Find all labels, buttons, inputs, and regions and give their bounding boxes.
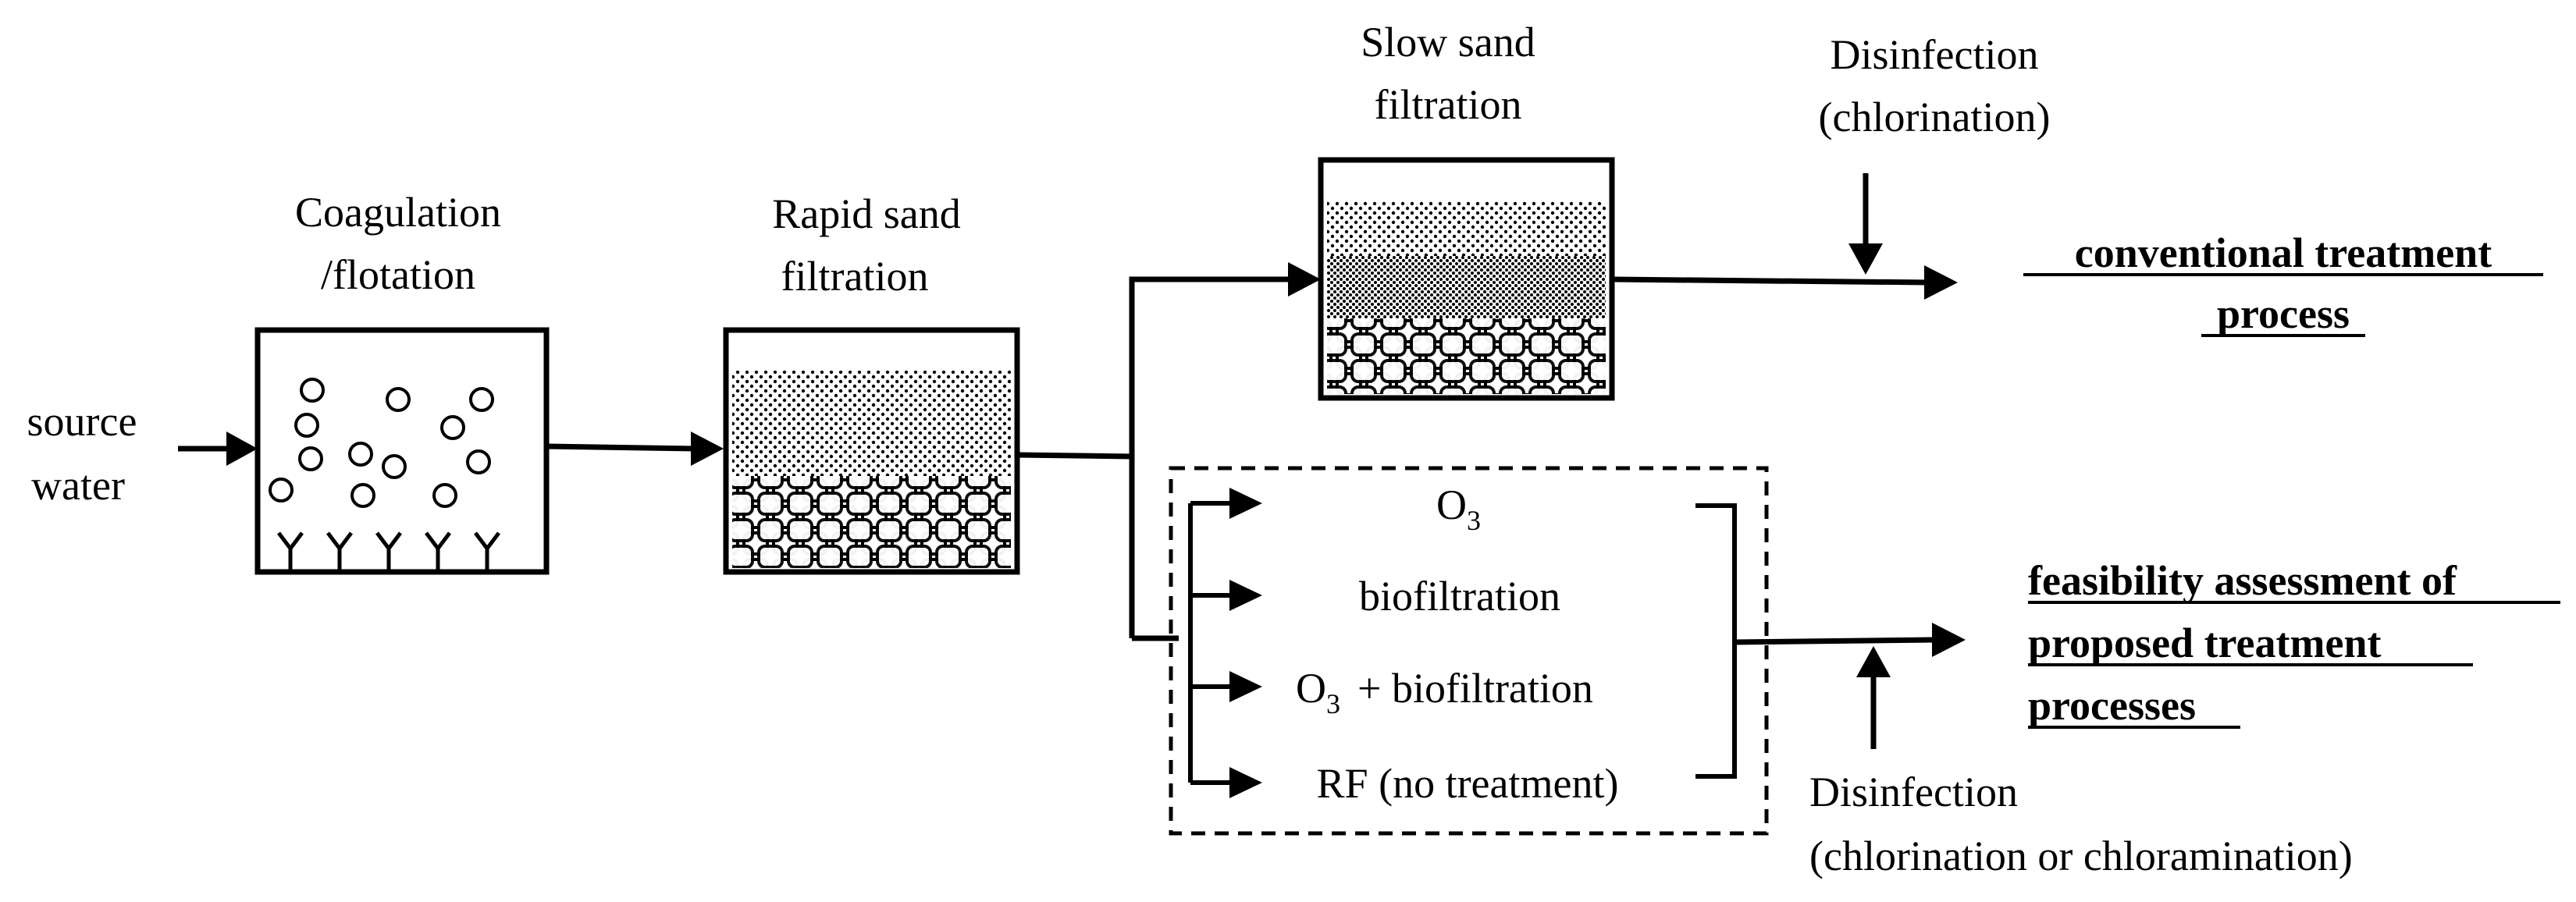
svg-text:Disinfection: Disinfection (1809, 769, 2018, 815)
flotation-bubbles-icon (269, 378, 494, 508)
svg-text:water: water (31, 462, 125, 509)
svg-text:Disinfection: Disinfection (1831, 31, 2039, 78)
disinfection-top-label: Disinfection (chlorination) (1819, 31, 2051, 140)
conventional-process-label: conventional treatment process (2023, 229, 2543, 337)
option-biofiltration: biofiltration (1359, 573, 1560, 620)
proposed-options-box (1169, 466, 1769, 836)
svg-text:source: source (27, 398, 137, 445)
rapid-sand-tank (723, 327, 1020, 575)
svg-text:feasibility assessment of: feasibility assessment of (2028, 557, 2457, 604)
svg-text:proposed treatment: proposed treatment (2028, 620, 2381, 666)
option-arrowheads (1229, 488, 1262, 798)
svg-text:O3+ biofiltration: O3+ biofiltration (1296, 665, 1593, 719)
svg-text:processes: processes (2028, 682, 2196, 729)
options-branch-line (1188, 501, 1237, 785)
feasibility-label: feasibility assessment of proposed treat… (2028, 557, 2560, 729)
coagulation-label: Coagulation /flotation (295, 189, 501, 298)
option-ozone: O3 (1436, 481, 1481, 536)
svg-text:O3: O3 (1436, 481, 1481, 536)
slow-sand-label: Slow sand filtration (1361, 19, 1535, 128)
arrow-to-slow-sand (1288, 262, 1321, 297)
source-water-label: source water (27, 398, 137, 509)
option-riverbank-filtration: RF (no treatment) (1317, 760, 1619, 807)
disinfection-bottom-label: Disinfection (chlorination or chloramina… (1809, 769, 2353, 879)
svg-text:filtration: filtration (1375, 81, 1522, 128)
arrow-options-to-feasibility (1734, 623, 1966, 657)
svg-text:Coagulation: Coagulation (295, 189, 501, 236)
svg-text:Slow sand: Slow sand (1361, 19, 1535, 66)
arrow-slow-sand-to-conventional (1611, 265, 1958, 300)
diffuser-icons (277, 531, 500, 570)
svg-text:/flotation: /flotation (321, 251, 475, 298)
svg-text:conventional treatment: conventional treatment (2075, 229, 2492, 276)
arrow-coagulation-to-rapid (546, 431, 724, 466)
rapid-sand-label: Rapid sand filtration (772, 190, 960, 300)
options-bracket (1695, 503, 1737, 779)
arrow-source-to-coagulation (178, 431, 258, 466)
slow-sand-tank (1318, 157, 1615, 401)
coagulation-tank (254, 327, 550, 575)
svg-text:(chlorination): (chlorination) (1819, 94, 2051, 140)
arrow-disinfection-bottom (1856, 646, 1891, 749)
option-ozone-biofiltration: O3+ biofiltration (1296, 665, 1593, 719)
svg-text:Rapid sand: Rapid sand (772, 190, 960, 237)
split-connector (1016, 276, 1296, 641)
svg-text:(chlorination or chloraminatio: (chlorination or chloramination) (1809, 833, 2353, 879)
arrow-disinfection-top (1848, 173, 1883, 275)
svg-text:process: process (2217, 290, 2350, 337)
svg-text:filtration: filtration (781, 253, 929, 300)
